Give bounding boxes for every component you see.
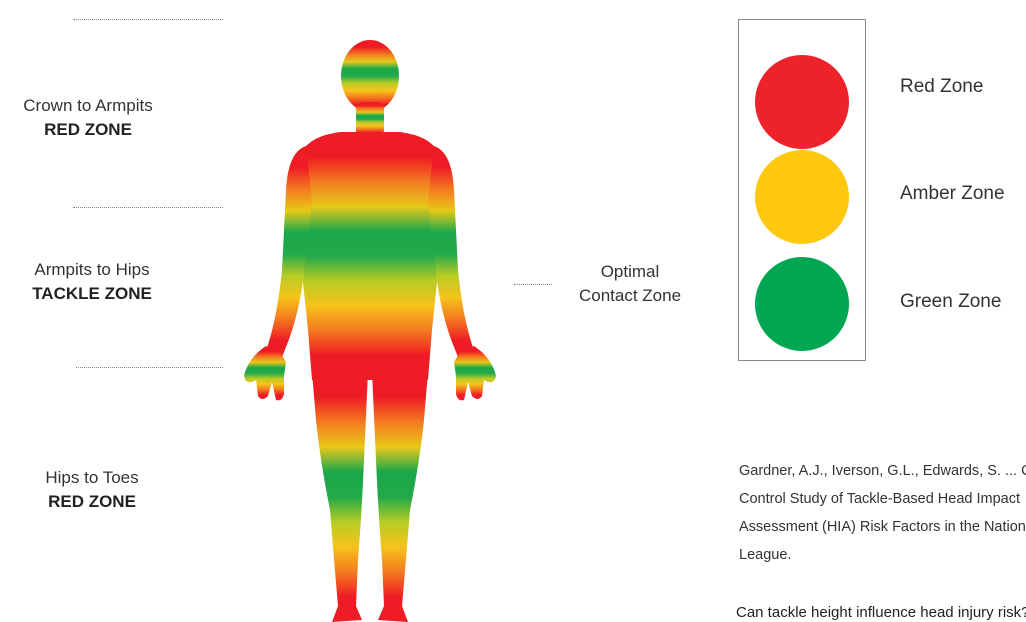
optimal-line-2: Contact Zone	[560, 284, 700, 308]
zone-name: TACKLE ZONE	[10, 282, 174, 306]
amber-lamp-icon	[755, 150, 849, 244]
divider-armpits	[73, 207, 223, 208]
zone-label-crown-armpits: Crown to Armpits RED ZONE	[4, 94, 172, 142]
question-text: Can tackle height influence head injury …	[736, 604, 1026, 621]
traffic-light-legend	[738, 19, 866, 361]
zone-label-armpits-hips: Armpits to Hips TACKLE ZONE	[10, 258, 174, 306]
green-lamp-icon	[755, 257, 849, 351]
optimal-line-1: Optimal	[560, 260, 700, 284]
zone-description: Crown to Armpits	[4, 94, 172, 118]
citation-text: Gardner, A.J., Iverson, G.L., Edwards, S…	[739, 457, 1026, 569]
zone-name: RED ZONE	[10, 490, 174, 514]
human-body-silhouette	[240, 40, 500, 622]
divider-optimal	[514, 284, 552, 285]
red-lamp-icon	[755, 55, 849, 149]
divider-top	[73, 19, 223, 20]
zone-description: Hips to Toes	[10, 466, 174, 490]
optimal-contact-zone-label: Optimal Contact Zone	[560, 260, 700, 308]
legend-label-amber: Amber Zone	[900, 183, 1005, 205]
zone-label-hips-toes: Hips to Toes RED ZONE	[10, 466, 174, 514]
legend-label-green: Green Zone	[900, 291, 1001, 313]
divider-hips	[76, 367, 223, 368]
legend-label-red: Red Zone	[900, 76, 983, 98]
zone-name: RED ZONE	[4, 118, 172, 142]
zone-description: Armpits to Hips	[10, 258, 174, 282]
